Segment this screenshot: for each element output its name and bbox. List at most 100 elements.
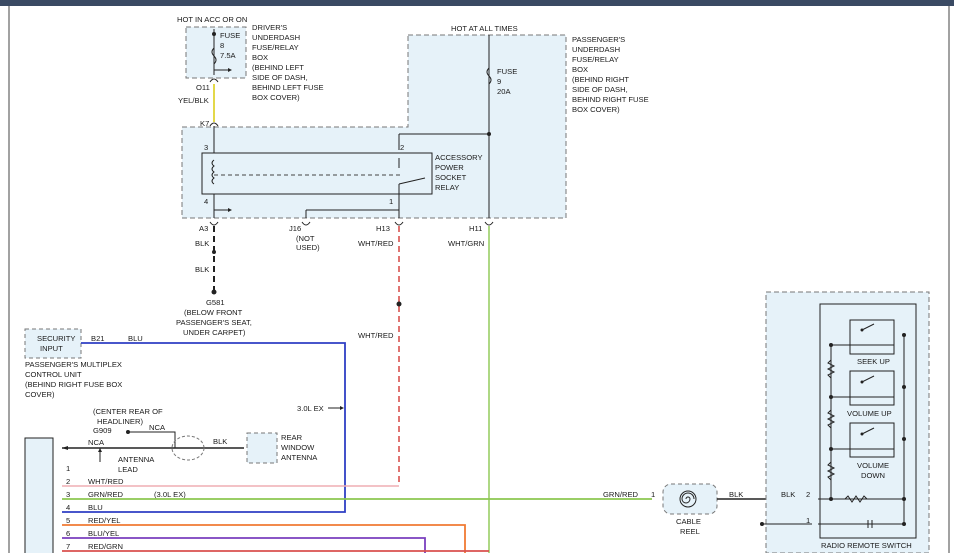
- svg-text:(BELOW FRONT: (BELOW FRONT: [184, 308, 243, 317]
- volume-up-switch: [849, 370, 895, 406]
- window-top-bar: [0, 0, 954, 6]
- wire-red-yel: [62, 524, 466, 553]
- connector-o11: O11: [196, 83, 210, 92]
- cable-reel-icon: [679, 490, 697, 508]
- svg-text:DRIVER'S: DRIVER'S: [252, 23, 287, 32]
- grn-red-right-label: GRN/RED: [603, 490, 639, 499]
- svg-text:UNDER CARPET): UNDER CARPET): [183, 328, 246, 337]
- svg-text:(BEHIND RIGHT FUSE BOX: (BEHIND RIGHT FUSE BOX: [25, 380, 122, 389]
- connector-b21: B21: [91, 334, 105, 343]
- pmcu-text: PASSENGER'S MULTIPLEX CONTROL UNIT (BEHI…: [25, 360, 122, 399]
- antenna-shield: [171, 435, 205, 461]
- rear-window-text: REAR WINDOW ANTENNA: [281, 433, 318, 462]
- svg-text:(BEHIND RIGHT: (BEHIND RIGHT: [572, 75, 629, 84]
- blu-label: BLU: [128, 334, 143, 343]
- svg-text:REAR: REAR: [281, 433, 303, 442]
- nca-label-2: NCA: [88, 438, 105, 447]
- pin-4: 4: [204, 197, 208, 206]
- switch-pin-1: 1: [806, 516, 810, 525]
- wht-red-label-2: WHT/RED: [358, 331, 394, 340]
- fuse9-rating: 20A: [497, 87, 511, 96]
- reel-pin-1: 1: [651, 490, 655, 499]
- svg-text:POWER: POWER: [435, 163, 464, 172]
- seek-up-label: SEEK UP: [857, 357, 890, 366]
- svg-text:BOX COVER): BOX COVER): [252, 93, 300, 102]
- rear-window-antenna-box: [246, 432, 278, 464]
- svg-text:BLU: BLU: [88, 503, 103, 512]
- driver-box-text: DRIVER'S UNDERDASH FUSE/RELAY BOX (BEHIN…: [252, 23, 324, 102]
- svg-text:RELAY: RELAY: [435, 183, 459, 192]
- seek-up-switch: [849, 319, 895, 355]
- svg-text:2: 2: [66, 477, 70, 486]
- volume-down-switch: [849, 422, 895, 458]
- svg-text:WINDOW: WINDOW: [281, 443, 315, 452]
- nca-label-1: NCA: [149, 423, 166, 432]
- svg-text:BOX: BOX: [252, 53, 268, 62]
- relay-coil: [211, 159, 215, 185]
- fuse8-title: FUSE: [220, 31, 240, 40]
- svg-text:6: 6: [66, 529, 70, 538]
- blk-reel-label: BLK: [729, 490, 743, 499]
- fuse8-symbol: [211, 29, 232, 75]
- svg-text:UNDERDASH: UNDERDASH: [252, 33, 300, 42]
- connector-h13: H13: [376, 224, 390, 233]
- radio-unit: [24, 437, 54, 553]
- pin-1: 1: [389, 197, 393, 206]
- pin-3: 3: [204, 143, 208, 152]
- center-rear-text: (CENTER REAR OF HEADLINER): [93, 407, 163, 426]
- svg-text:BOX: BOX: [572, 65, 588, 74]
- volume-up-label: VOLUME UP: [847, 409, 892, 418]
- passenger-box-text: PASSENGER'S UNDERDASH FUSE/RELAY BOX (BE…: [572, 35, 649, 114]
- connector-k7: K7: [200, 119, 209, 128]
- security-input-box: [24, 328, 82, 359]
- g581-location: (BELOW FRONT PASSENGER'S SEAT, UNDER CAR…: [176, 308, 252, 337]
- pin-2: 2: [400, 143, 404, 152]
- yel-blk-label: YEL/BLK: [178, 96, 209, 105]
- svg-text:4: 4: [66, 503, 70, 512]
- svg-text:SIDE OF DASH,: SIDE OF DASH,: [572, 85, 628, 94]
- blk-antenna-label: BLK: [213, 437, 227, 446]
- svg-text:RED/GRN: RED/GRN: [88, 542, 123, 551]
- svg-text:RED/YEL: RED/YEL: [88, 516, 121, 525]
- svg-text:SIDE OF DASH,: SIDE OF DASH,: [252, 73, 308, 82]
- svg-text:GRN/RED: GRN/RED: [88, 490, 124, 499]
- fuse8-number: 8: [220, 41, 224, 50]
- connector-o11-symbol: [209, 78, 219, 83]
- relay-box: [201, 152, 433, 195]
- fuse9-number: 9: [497, 77, 501, 86]
- svg-text:SOCKET: SOCKET: [435, 173, 467, 182]
- svg-text:BEHIND LEFT FUSE: BEHIND LEFT FUSE: [252, 83, 324, 92]
- antenna-lead-label-2: LEAD: [118, 465, 138, 474]
- svg-text:FUSE/RELAY: FUSE/RELAY: [252, 43, 299, 52]
- blk-switch-label: BLK: [781, 490, 795, 499]
- connector-a3: A3: [199, 224, 208, 233]
- svg-text:UNDERDASH: UNDERDASH: [572, 45, 620, 54]
- volume-up-contacts: [831, 375, 894, 398]
- svg-text:ANTENNA: ANTENNA: [281, 453, 318, 462]
- not-used-label: (NOT: [296, 234, 315, 243]
- security-input-label-2: INPUT: [40, 344, 63, 353]
- connector-j16: J16: [289, 224, 301, 233]
- svg-text:COVER): COVER): [25, 390, 55, 399]
- wht-red-label-1: WHT/RED: [358, 239, 394, 248]
- connector-rows: 1 2 WHT/RED 3 GRN/RED 4 BLU 5 RED/YEL 6 …: [66, 464, 124, 551]
- hot-all-label: HOT AT ALL TIMES: [451, 24, 518, 33]
- svg-text:PASSENGER'S SEAT,: PASSENGER'S SEAT,: [176, 318, 252, 327]
- svg-text:ACCESSORY: ACCESSORY: [435, 153, 483, 162]
- svg-text:FUSE/RELAY: FUSE/RELAY: [572, 55, 619, 64]
- svg-text:BOX COVER): BOX COVER): [572, 105, 620, 114]
- cable-reel-label: CABLE: [676, 517, 701, 526]
- svg-text:PASSENGER'S MULTIPLEX: PASSENGER'S MULTIPLEX: [25, 360, 122, 369]
- svg-text:1: 1: [66, 464, 70, 473]
- radio-remote-switch-label: RADIO REMOTE SWITCH: [821, 541, 912, 550]
- switch-internals: [818, 333, 906, 528]
- svg-text:(BEHIND LEFT: (BEHIND LEFT: [252, 63, 304, 72]
- blk-label-1: BLK: [195, 239, 209, 248]
- svg-text:WHT/RED: WHT/RED: [88, 477, 124, 486]
- svg-text:BEHIND RIGHT FUSE: BEHIND RIGHT FUSE: [572, 95, 649, 104]
- connector-h11: H11: [469, 224, 482, 233]
- relay-text: ACCESSORY POWER SOCKET RELAY: [435, 153, 483, 192]
- fuse9-title: FUSE: [497, 67, 517, 76]
- svg-text:3: 3: [66, 490, 70, 499]
